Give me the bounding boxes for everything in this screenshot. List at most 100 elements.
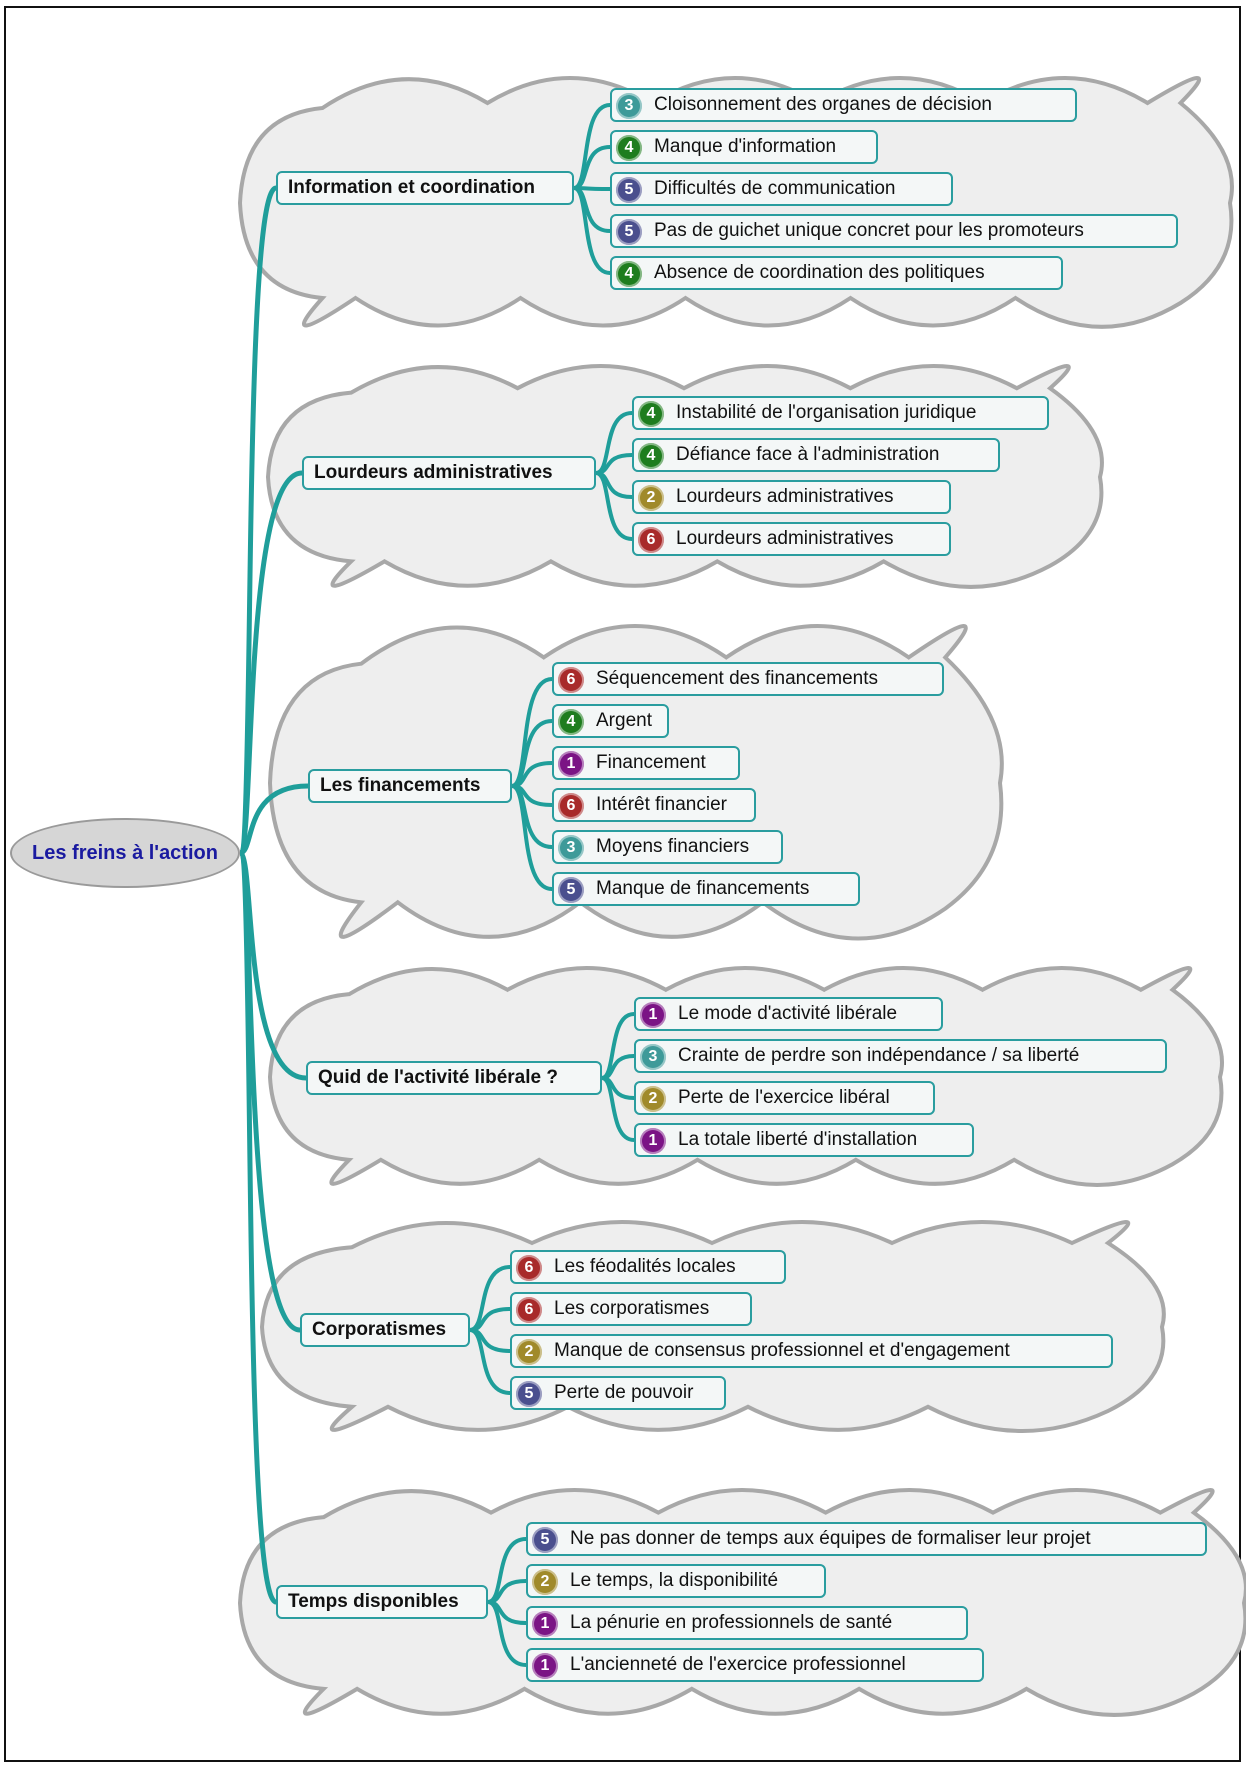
leaf-label: Crainte de perdre son indépendance / sa … (678, 1045, 1080, 1066)
root-to-branch-connector (239, 783, 309, 856)
priority-badge-icon: 5 (516, 1381, 542, 1407)
priority-badge-icon: 1 (558, 751, 584, 777)
leaf-node[interactable]: 1 Le mode d'activité libérale (634, 997, 943, 1031)
branch-node[interactable]: Quid de l'activité libérale ? (306, 1061, 602, 1095)
leaf-label: Moyens financiers (596, 836, 750, 857)
leaf-node[interactable]: 3 Crainte de perdre son indépendance / sa… (634, 1039, 1167, 1073)
leaf-node[interactable]: 5 Pas de guichet unique concret pour les … (610, 214, 1178, 248)
branch-node[interactable]: Information et coordination (276, 171, 574, 205)
priority-badge-icon: 3 (616, 93, 642, 119)
leaf-node[interactable]: 1 La totale liberté d'installation (634, 1123, 974, 1157)
leaf-label: Défiance face à l'administration (676, 444, 940, 465)
leaf-node[interactable]: 3 Cloisonnement des organes de décision (610, 88, 1077, 122)
priority-badge-icon: 5 (532, 1527, 558, 1553)
priority-badge-icon: 3 (640, 1044, 666, 1070)
leaf-label: Cloisonnement des organes de décision (654, 94, 992, 115)
branch-node[interactable]: Les financements (308, 769, 512, 803)
leaf-label: Argent (596, 710, 652, 731)
root-node[interactable]: Les freins à l'action (10, 818, 240, 888)
priority-badge-icon: 6 (558, 793, 584, 819)
branch-to-item-connector (487, 1600, 527, 1667)
leaf-label: Perte de l'exercice libéral (678, 1087, 890, 1108)
leaf-label: Pas de guichet unique concret pour les p… (654, 220, 1084, 241)
leaf-node[interactable]: 1 L'ancienneté de l'exercice professionne… (526, 1648, 984, 1682)
priority-badge-icon: 1 (532, 1611, 558, 1637)
leaf-node[interactable]: 6 Lourdeurs administratives (632, 522, 951, 556)
priority-badge-icon: 4 (638, 401, 664, 427)
leaf-node[interactable]: 6 Les féodalités locales (510, 1250, 786, 1284)
leaf-label: Absence de coordination des politiques (654, 262, 985, 283)
leaf-label: Les féodalités locales (554, 1256, 736, 1277)
leaf-node[interactable]: 1 Financement (552, 746, 740, 780)
branch-to-item-connector (595, 471, 633, 541)
priority-badge-icon: 5 (616, 219, 642, 245)
branch-to-item-connector (573, 186, 611, 275)
branch-to-item-connector (469, 1328, 511, 1395)
priority-badge-icon: 4 (616, 261, 642, 287)
leaf-node[interactable]: 4 Instabilité de l'organisation juridique (632, 396, 1049, 430)
branch-node[interactable]: Lourdeurs administratives (302, 456, 596, 490)
leaf-node[interactable]: 1 La pénurie en professionnels de santé (526, 1606, 968, 1640)
priority-badge-icon: 6 (638, 527, 664, 553)
leaf-label: Les corporatismes (554, 1298, 710, 1319)
leaf-label: Lourdeurs administratives (676, 528, 894, 549)
leaf-label: Séquencement des financements (596, 668, 879, 689)
leaf-node[interactable]: 6 Séquencement des financements (552, 662, 944, 696)
priority-badge-icon: 4 (638, 443, 664, 469)
diagram-frame (4, 6, 1241, 1762)
leaf-label: Ne pas donner de temps aux équipes de fo… (570, 1528, 1091, 1549)
priority-badge-icon: 2 (638, 485, 664, 511)
leaf-node[interactable]: 4 Manque d'information (610, 130, 878, 164)
leaf-node[interactable]: 3 Moyens financiers (552, 830, 783, 864)
branch-to-item-connector (601, 1076, 635, 1142)
leaf-node[interactable]: 4 Absence de coordination des politiques (610, 256, 1063, 290)
priority-badge-icon: 3 (558, 835, 584, 861)
root-to-branch-connector (237, 850, 279, 1605)
leaf-node[interactable]: 2 Le temps, la disponibilité (526, 1564, 826, 1598)
priority-badge-icon: 4 (558, 709, 584, 735)
leaf-node[interactable]: 5 Ne pas donner de temps aux équipes de f… (526, 1522, 1207, 1556)
leaf-label: Intérêt financier (596, 794, 727, 815)
leaf-label: Manque d'information (654, 136, 837, 157)
leaf-label: La pénurie en professionnels de santé (570, 1612, 893, 1633)
leaf-node[interactable]: 6 Intérêt financier (552, 788, 756, 822)
priority-badge-icon: 1 (640, 1002, 666, 1028)
priority-badge-icon: 6 (516, 1297, 542, 1323)
leaf-node[interactable]: 4 Argent (552, 704, 669, 738)
leaf-node[interactable]: 5 Difficultés de communication (610, 172, 953, 206)
leaf-label: Instabilité de l'organisation juridique (676, 402, 977, 423)
leaf-label: Manque de consensus professionnel et d'e… (554, 1340, 1010, 1361)
leaf-node[interactable]: 2 Perte de l'exercice libéral (634, 1081, 935, 1115)
leaf-label: La totale liberté d'installation (678, 1129, 918, 1150)
leaf-node[interactable]: 6 Les corporatismes (510, 1292, 752, 1326)
leaf-node[interactable]: 4 Défiance face à l'administration (632, 438, 1000, 472)
branch-node[interactable]: Corporatismes (300, 1313, 470, 1347)
cloud-boundary (267, 966, 1224, 1187)
priority-badge-icon: 1 (532, 1653, 558, 1679)
root-to-branch-connector (237, 470, 303, 856)
leaf-node[interactable]: 5 Perte de pouvoir (510, 1376, 726, 1410)
priority-badge-icon: 6 (516, 1255, 542, 1281)
branch-node[interactable]: Temps disponibles (276, 1585, 488, 1619)
branch-to-item-connector (511, 784, 553, 891)
leaf-label: Le temps, la disponibilité (570, 1570, 779, 1591)
leaf-label: Difficultés de communication (654, 178, 896, 199)
priority-badge-icon: 6 (558, 667, 584, 693)
priority-badge-icon: 2 (640, 1086, 666, 1112)
leaf-node[interactable]: 2 Manque de consensus professionnel et d'… (510, 1334, 1113, 1368)
priority-badge-icon: 4 (616, 135, 642, 161)
priority-badge-icon: 2 (516, 1339, 542, 1365)
priority-badge-icon: 1 (640, 1128, 666, 1154)
leaf-label: Perte de pouvoir (554, 1382, 694, 1403)
cloud-boundary (267, 624, 1004, 941)
priority-badge-icon: 2 (532, 1569, 558, 1595)
leaf-label: Financement (596, 752, 706, 773)
leaf-label: L'ancienneté de l'exercice professionnel (570, 1654, 906, 1675)
priority-badge-icon: 5 (616, 177, 642, 203)
leaf-label: Le mode d'activité libérale (678, 1003, 898, 1024)
leaf-label: Manque de financements (596, 878, 810, 899)
